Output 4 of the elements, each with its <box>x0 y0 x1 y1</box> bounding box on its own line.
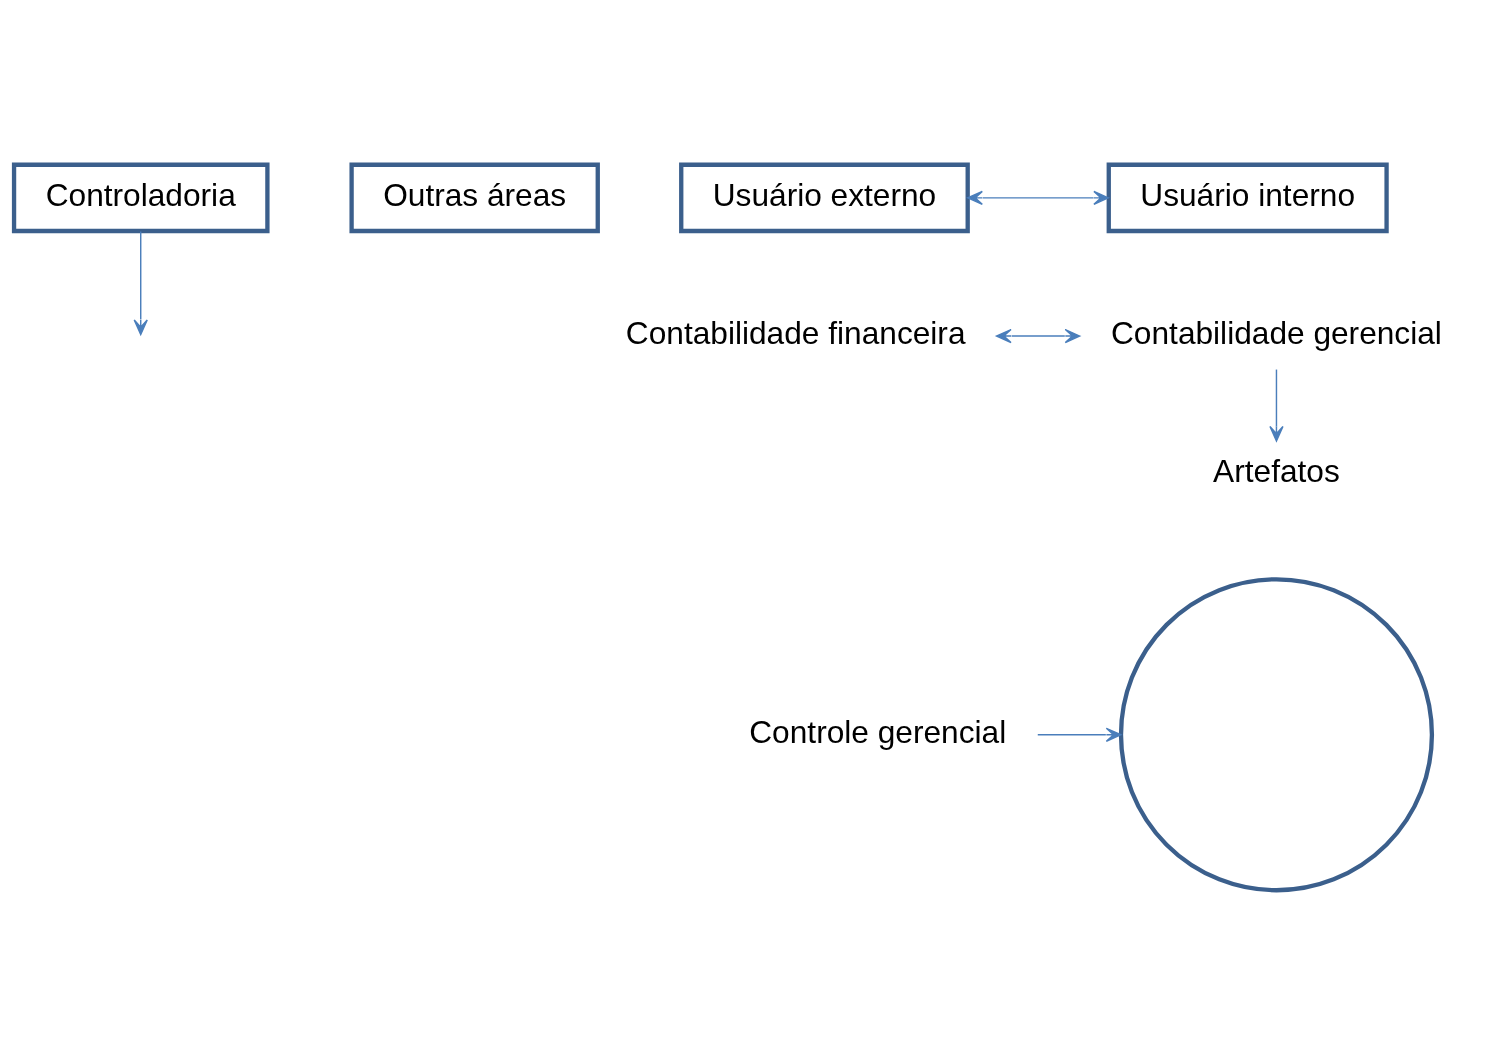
node-text: Artefatos <box>1213 452 1340 489</box>
node-text: Contabilidade gerencial <box>1111 314 1442 351</box>
node-text: Controle gerencial <box>749 713 1007 750</box>
node-text: Contabilidade financeira <box>625 314 966 351</box>
